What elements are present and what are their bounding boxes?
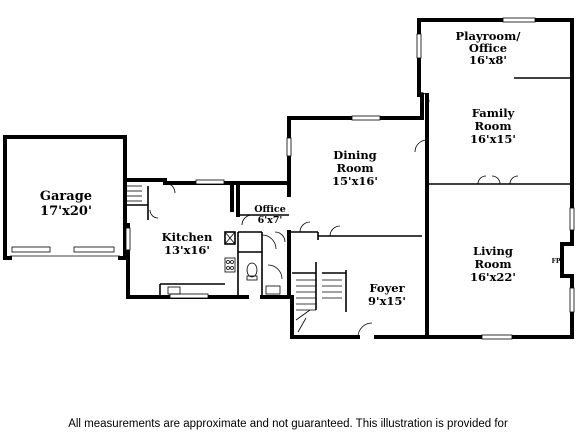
living-name-line1: Living — [473, 244, 513, 258]
garage-size: 17'x20' — [40, 204, 92, 219]
playroom-walls — [416, 17, 574, 103]
office-size: 6'x7' — [258, 215, 283, 226]
foyer-name: Foyer — [369, 281, 405, 295]
dining-name-line2: Room — [336, 161, 373, 175]
disclaimer-text: All measurements are approximate and not… — [68, 418, 508, 430]
playroom-name-line1: Playroom/ — [456, 29, 522, 43]
living-walls — [425, 158, 575, 340]
foyer-walls — [267, 230, 429, 339]
office-walls — [230, 181, 291, 299]
kitchen-name: Kitchen — [162, 230, 213, 244]
dining-name-line1: Dining — [333, 148, 376, 162]
office-name: Office — [254, 204, 286, 215]
living-name-line2: Room — [474, 257, 511, 271]
fireplace-label: FP — [552, 258, 561, 265]
mudroom-walls — [123, 178, 234, 220]
family-walls — [414, 78, 574, 185]
family-name-line2: Room — [474, 119, 511, 133]
playroom-size: 16'x8' — [469, 53, 507, 67]
dining-walls — [286, 93, 424, 240]
garage-name: Garage — [40, 189, 92, 204]
living-size: 16'x22' — [470, 270, 516, 284]
foyer-size: 9'x15' — [368, 294, 406, 308]
kitchen-walls — [123, 223, 249, 299]
kitchen-size: 13'x16' — [164, 243, 210, 257]
family-name-line1: Family — [472, 106, 515, 120]
family-size: 16'x15' — [470, 132, 516, 146]
playroom-name-line2: Office — [469, 41, 507, 55]
dining-size: 15'x16' — [332, 174, 378, 188]
